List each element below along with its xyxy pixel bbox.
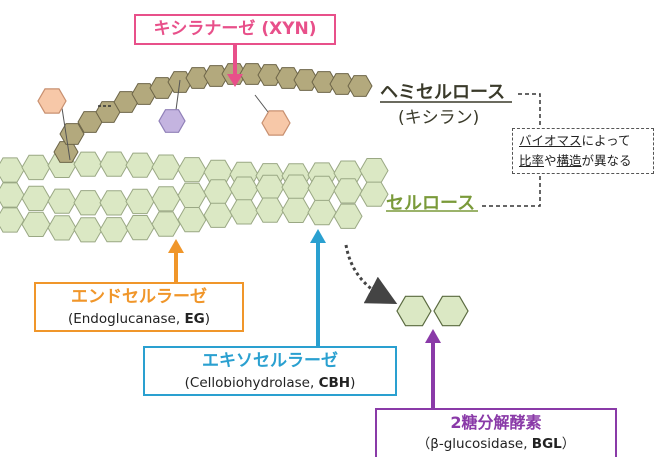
cellulose-glucose-hexagon (177, 157, 207, 183)
xylose-hexagon (203, 65, 229, 87)
bgl-detail-prefix: （β-glucosidase, (416, 436, 532, 452)
cbh-abbrev: CBH (318, 375, 351, 391)
cellulose-glucose-hexagon (307, 199, 337, 226)
xyn-arrow-head (227, 74, 243, 87)
bgl-abbrev: BGL (531, 436, 562, 452)
cellulose-glucose-hexagon (359, 158, 389, 184)
cellulose-glucose-hexagon (99, 217, 129, 243)
cbh-arrow-head (310, 229, 326, 243)
cbh-detail: (Cellobiohydrolase, CBH) (145, 373, 395, 393)
cellulose-glucose-hexagon (177, 207, 207, 233)
cellulose-glucose-hexagon (21, 154, 51, 181)
cellulose-glucose-hexagon (125, 152, 155, 178)
bgl-name: 2糖分解酵素 (450, 413, 542, 432)
eg-arrow-head (168, 239, 184, 253)
orange-branch-hexagon (261, 110, 291, 136)
xylose-hexagon (113, 91, 139, 113)
eg-label-box: エンドセルラーゼ (Endoglucanase, EG) (34, 282, 244, 332)
cellulose-glucose-hexagon (125, 215, 155, 241)
xylose-hexagon (329, 73, 355, 95)
cellulose-glucose-hexagon (203, 202, 233, 228)
cellulose-glucose-hexagon (151, 154, 181, 180)
cellulose-glucose-hexagon (73, 217, 103, 243)
cellulose-glucose-hexagon (0, 182, 25, 208)
cellulose-glucose-hexagon (73, 151, 103, 177)
cellulose-glucose-hexagon (47, 215, 77, 241)
eg-detail: (Endoglucanase, EG) (36, 309, 242, 329)
biomass-note-line1: バイオマスによって (519, 131, 647, 151)
cellulose-glucose-hexagon (125, 188, 155, 215)
xylose-hexagon (257, 64, 283, 86)
cellulose-glucose-hexagon (21, 211, 51, 237)
eg-detail-prefix: (Endoglucanase, (67, 311, 185, 327)
purple-branch-hexagon (158, 109, 186, 133)
bgl-detail-suffix: ） (561, 436, 576, 452)
xylose-hexagon (59, 123, 85, 145)
xyn-label: キシラナーゼ (XYN) (153, 19, 317, 39)
bgl-detail: （β-glucosidase, BGL） (377, 434, 615, 454)
release-dotted-arrow (344, 244, 398, 305)
xylose-hexagon (311, 71, 337, 93)
cellobiose-hexagon (433, 295, 469, 327)
orange-branch-hexagon (37, 88, 67, 114)
cellulose-glucose-hexagon (255, 197, 285, 223)
note-text: や (544, 153, 557, 168)
cellulose-strands (0, 151, 389, 243)
xylose-hexagon (185, 67, 211, 89)
cellulose-glucose-hexagon (151, 186, 181, 212)
eg-name: エンドセルラーゼ (71, 287, 207, 307)
structure-term: 構造 (556, 153, 582, 168)
biomass-note-box: バイオマスによって 比率や構造が異なる (512, 128, 654, 174)
cellulose-glucose-hexagon (0, 207, 25, 233)
cellulose-glucose-hexagon (203, 179, 233, 205)
branch-link (175, 79, 181, 111)
cellulose-glucose-hexagon (21, 185, 51, 211)
hemicellulose-label: ヘミセルロース (380, 82, 506, 103)
xylose-hexagon (275, 67, 301, 89)
cellulose-glucose-hexagon (73, 190, 103, 216)
xylan-chain (53, 63, 373, 163)
cbh-detail-suffix: ) (350, 375, 356, 391)
branch-link (254, 94, 269, 113)
eg-abbrev: EG (184, 311, 205, 327)
ratio-term: 比率 (519, 153, 545, 168)
branch-link (61, 107, 71, 161)
xyn-label-box: キシラナーゼ (XYN) (134, 14, 336, 45)
cellulose-glucose-hexagon (151, 211, 181, 237)
biomass-note-line2: 比率や構造が異なる (519, 151, 647, 171)
connector-hemicellulose (518, 93, 541, 126)
cellulose-glucose-hexagon (359, 181, 389, 207)
cellulose-glucose-hexagon (99, 151, 129, 177)
xylose-hexagon (347, 75, 373, 97)
eg-detail-suffix: ) (204, 311, 211, 327)
cbh-label-box: エキソセルラーゼ (Cellobiohydrolase, CBH) (143, 346, 397, 396)
cellulose-glucose-hexagon (177, 182, 207, 208)
cellulose-label: セルロース (386, 193, 476, 214)
cbh-name: エキソセルラーゼ (202, 351, 338, 371)
cellulose-glucose-hexagon (281, 197, 311, 223)
bgl-label-box: 2糖分解酵素 （β-glucosidase, BGL） (375, 408, 617, 457)
hemicellulose-sublabel: (キシラン) (398, 108, 480, 128)
note-text: が異なる (581, 153, 632, 168)
cellulose-glucose-hexagon (0, 157, 25, 183)
xylose-hexagon (293, 69, 319, 91)
note-text: によって (581, 133, 631, 148)
cellulose-glucose-hexagon (47, 188, 77, 214)
cellulose-glucose-hexagon (333, 178, 363, 204)
cellulose-glucose-hexagon (229, 199, 259, 225)
bgl-arrow-head (425, 329, 441, 343)
connector-cellulose (482, 174, 541, 207)
cbh-detail-prefix: (Cellobiohydrolase, (184, 375, 319, 391)
biomass-term: バイオマス (519, 133, 582, 148)
cellulose-glucose-hexagon (333, 203, 363, 229)
cellobiose-hexagon (396, 295, 432, 327)
cellulose-glucose-hexagon (99, 190, 129, 216)
